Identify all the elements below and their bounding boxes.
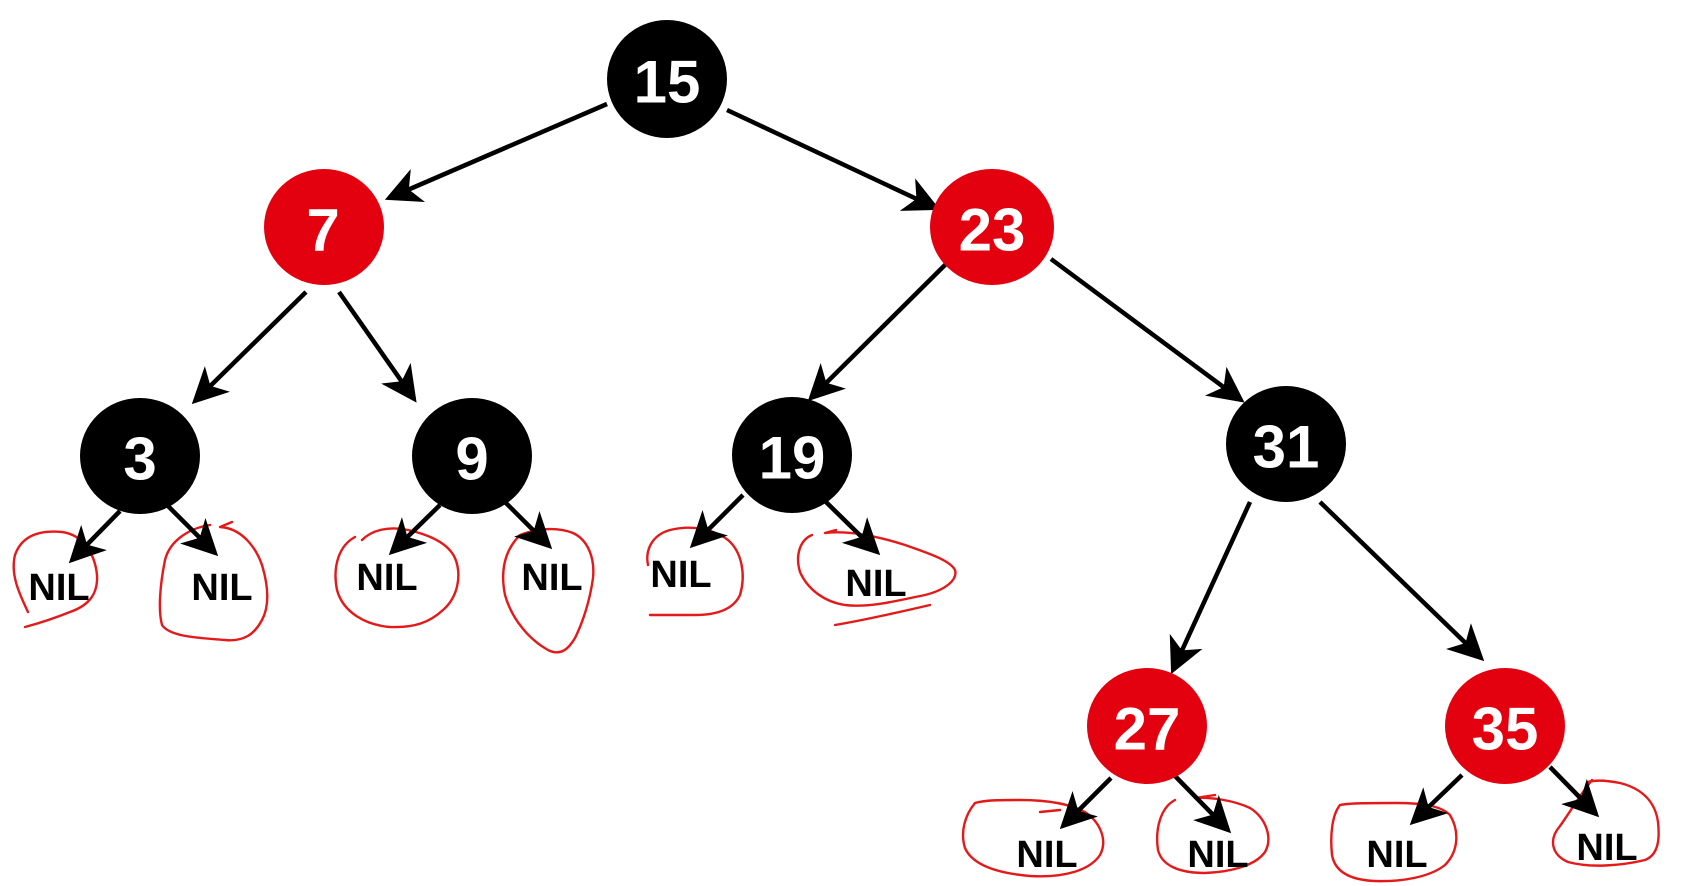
scribble-nil-35-right: [1551, 778, 1660, 867]
scribble-nil-19-left: [646, 526, 744, 617]
node-value: 7: [306, 197, 339, 264]
nil-leaf-35-right: NIL: [1576, 827, 1637, 869]
edge-31-27: [1169, 501, 1253, 675]
tree-node-7: 7: [264, 169, 384, 285]
nil-leaf-27-left: NIL: [1016, 834, 1077, 876]
tree-nodes: 15 7 23 3 9 19 31 27: [80, 20, 1565, 784]
nil-leaf-3-right: NIL: [191, 567, 252, 609]
tree-node-31: 31: [1226, 386, 1346, 502]
node-value: 23: [959, 197, 1026, 264]
node-value: 19: [759, 425, 826, 492]
tree-node-3: 3: [80, 398, 200, 514]
tree-node-27: 27: [1087, 668, 1207, 784]
tree-node-35: 35: [1445, 668, 1565, 784]
node-circle: [1445, 668, 1565, 784]
edge-3-nil-left: [68, 509, 122, 564]
edge-7-3: [191, 290, 308, 405]
tree-node-19: 19: [732, 397, 852, 513]
scribble-nil-3-right: [158, 520, 269, 642]
node-circle: [1226, 386, 1346, 502]
node-value: 15: [634, 49, 701, 116]
edge-15-7: [384, 101, 608, 203]
tree-node-23: 23: [930, 169, 1054, 285]
scribble-nil-19-right: [796, 528, 957, 627]
node-circle: [930, 169, 1054, 285]
edge-19-nil-right: [824, 500, 881, 556]
edge-31-35: [1318, 500, 1485, 662]
edge-27-nil-left: [1059, 776, 1113, 830]
node-circle: [732, 397, 852, 513]
edge-15-23: [726, 107, 941, 211]
edge-23-31: [1049, 257, 1245, 403]
node-value: 9: [455, 426, 488, 493]
edge-7-9: [337, 290, 417, 403]
node-circle: [80, 398, 200, 514]
scribble-nil-27-left: [961, 798, 1105, 878]
node-value: 3: [123, 426, 156, 493]
nil-leaf-27-right: NIL: [1187, 834, 1248, 876]
nil-leaf-35-left: NIL: [1366, 834, 1427, 876]
node-value: 31: [1253, 414, 1320, 481]
edge-9-nil-right: [503, 500, 553, 550]
node-value: 27: [1114, 696, 1181, 763]
nil-annotations: [12, 520, 1660, 883]
nil-leaves: NIL NIL NIL NIL NIL NIL NIL NIL NIL NIL: [28, 554, 1637, 876]
nil-leaf-19-left: NIL: [650, 554, 711, 596]
edge-27-nil-right: [1173, 774, 1232, 834]
tree-node-15: 15: [607, 20, 727, 138]
edge-9-nil-left: [388, 503, 442, 556]
nil-leaf-9-right: NIL: [521, 557, 582, 599]
scribble-nil-9-right: [501, 527, 595, 654]
node-circle: [1087, 668, 1207, 784]
scribble-nil-27-right: [1156, 793, 1270, 875]
tree-edges: [68, 101, 1600, 834]
edge-35-nil-right: [1548, 765, 1600, 818]
nil-leaf-19-right: NIL: [845, 563, 906, 605]
nil-leaf-9-left: NIL: [356, 557, 417, 599]
nil-leaf-3-left: NIL: [28, 567, 89, 609]
edge-23-19: [807, 258, 952, 402]
node-circle: [264, 169, 384, 285]
node-circle: [607, 20, 727, 138]
edge-19-nil-left: [689, 493, 745, 549]
scribble-nil-35-left: [1330, 801, 1458, 883]
node-circle: [412, 398, 532, 514]
edge-35-nil-left: [1409, 773, 1464, 826]
node-value: 35: [1472, 696, 1539, 763]
edge-3-nil-right: [166, 504, 219, 557]
tree-node-9: 9: [412, 398, 532, 514]
